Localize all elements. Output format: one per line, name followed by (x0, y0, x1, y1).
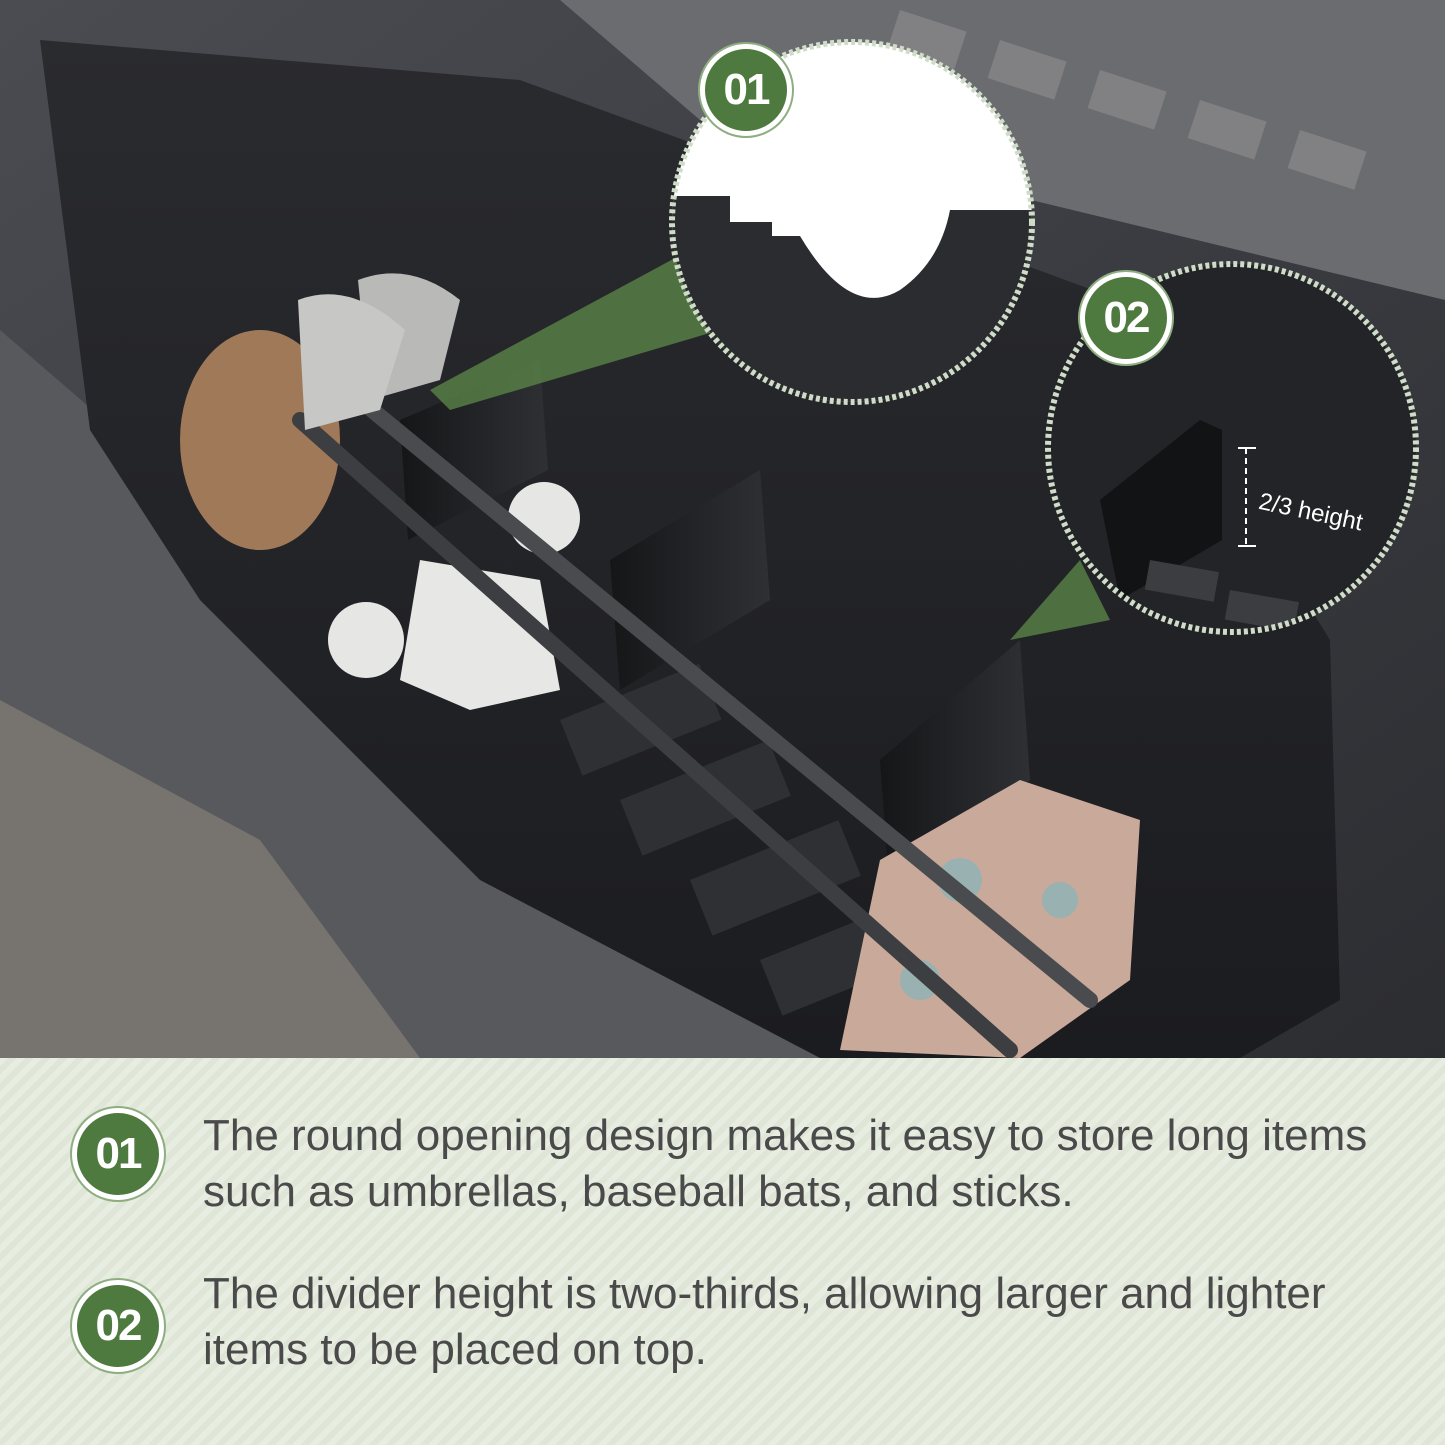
golf-clubs (292, 273, 1098, 1058)
feature-badge-1: 01 (72, 1108, 164, 1200)
golf-ball (328, 602, 404, 678)
feature-panel: 01 The round opening design makes it eas… (0, 1058, 1445, 1445)
side-panel (0, 700, 420, 1058)
callout-beam-1 (430, 250, 720, 410)
feature-badge-2: 02 (72, 1280, 164, 1372)
callout-beam-2 (1010, 560, 1110, 640)
feature-text-1: The round opening design makes it easy t… (203, 1111, 1368, 1216)
product-photo: 01 02 2/3 height (0, 0, 1445, 1058)
cap (180, 330, 340, 550)
floor-tread (887, 10, 1367, 190)
glove (400, 560, 560, 710)
cargo-tray-illustration (0, 0, 1445, 1058)
callout-badge-1: 01 (700, 44, 792, 136)
callout-badge-2: 02 (1080, 272, 1172, 364)
feature-text-2: The divider height is two-thirds, allowi… (203, 1269, 1326, 1374)
